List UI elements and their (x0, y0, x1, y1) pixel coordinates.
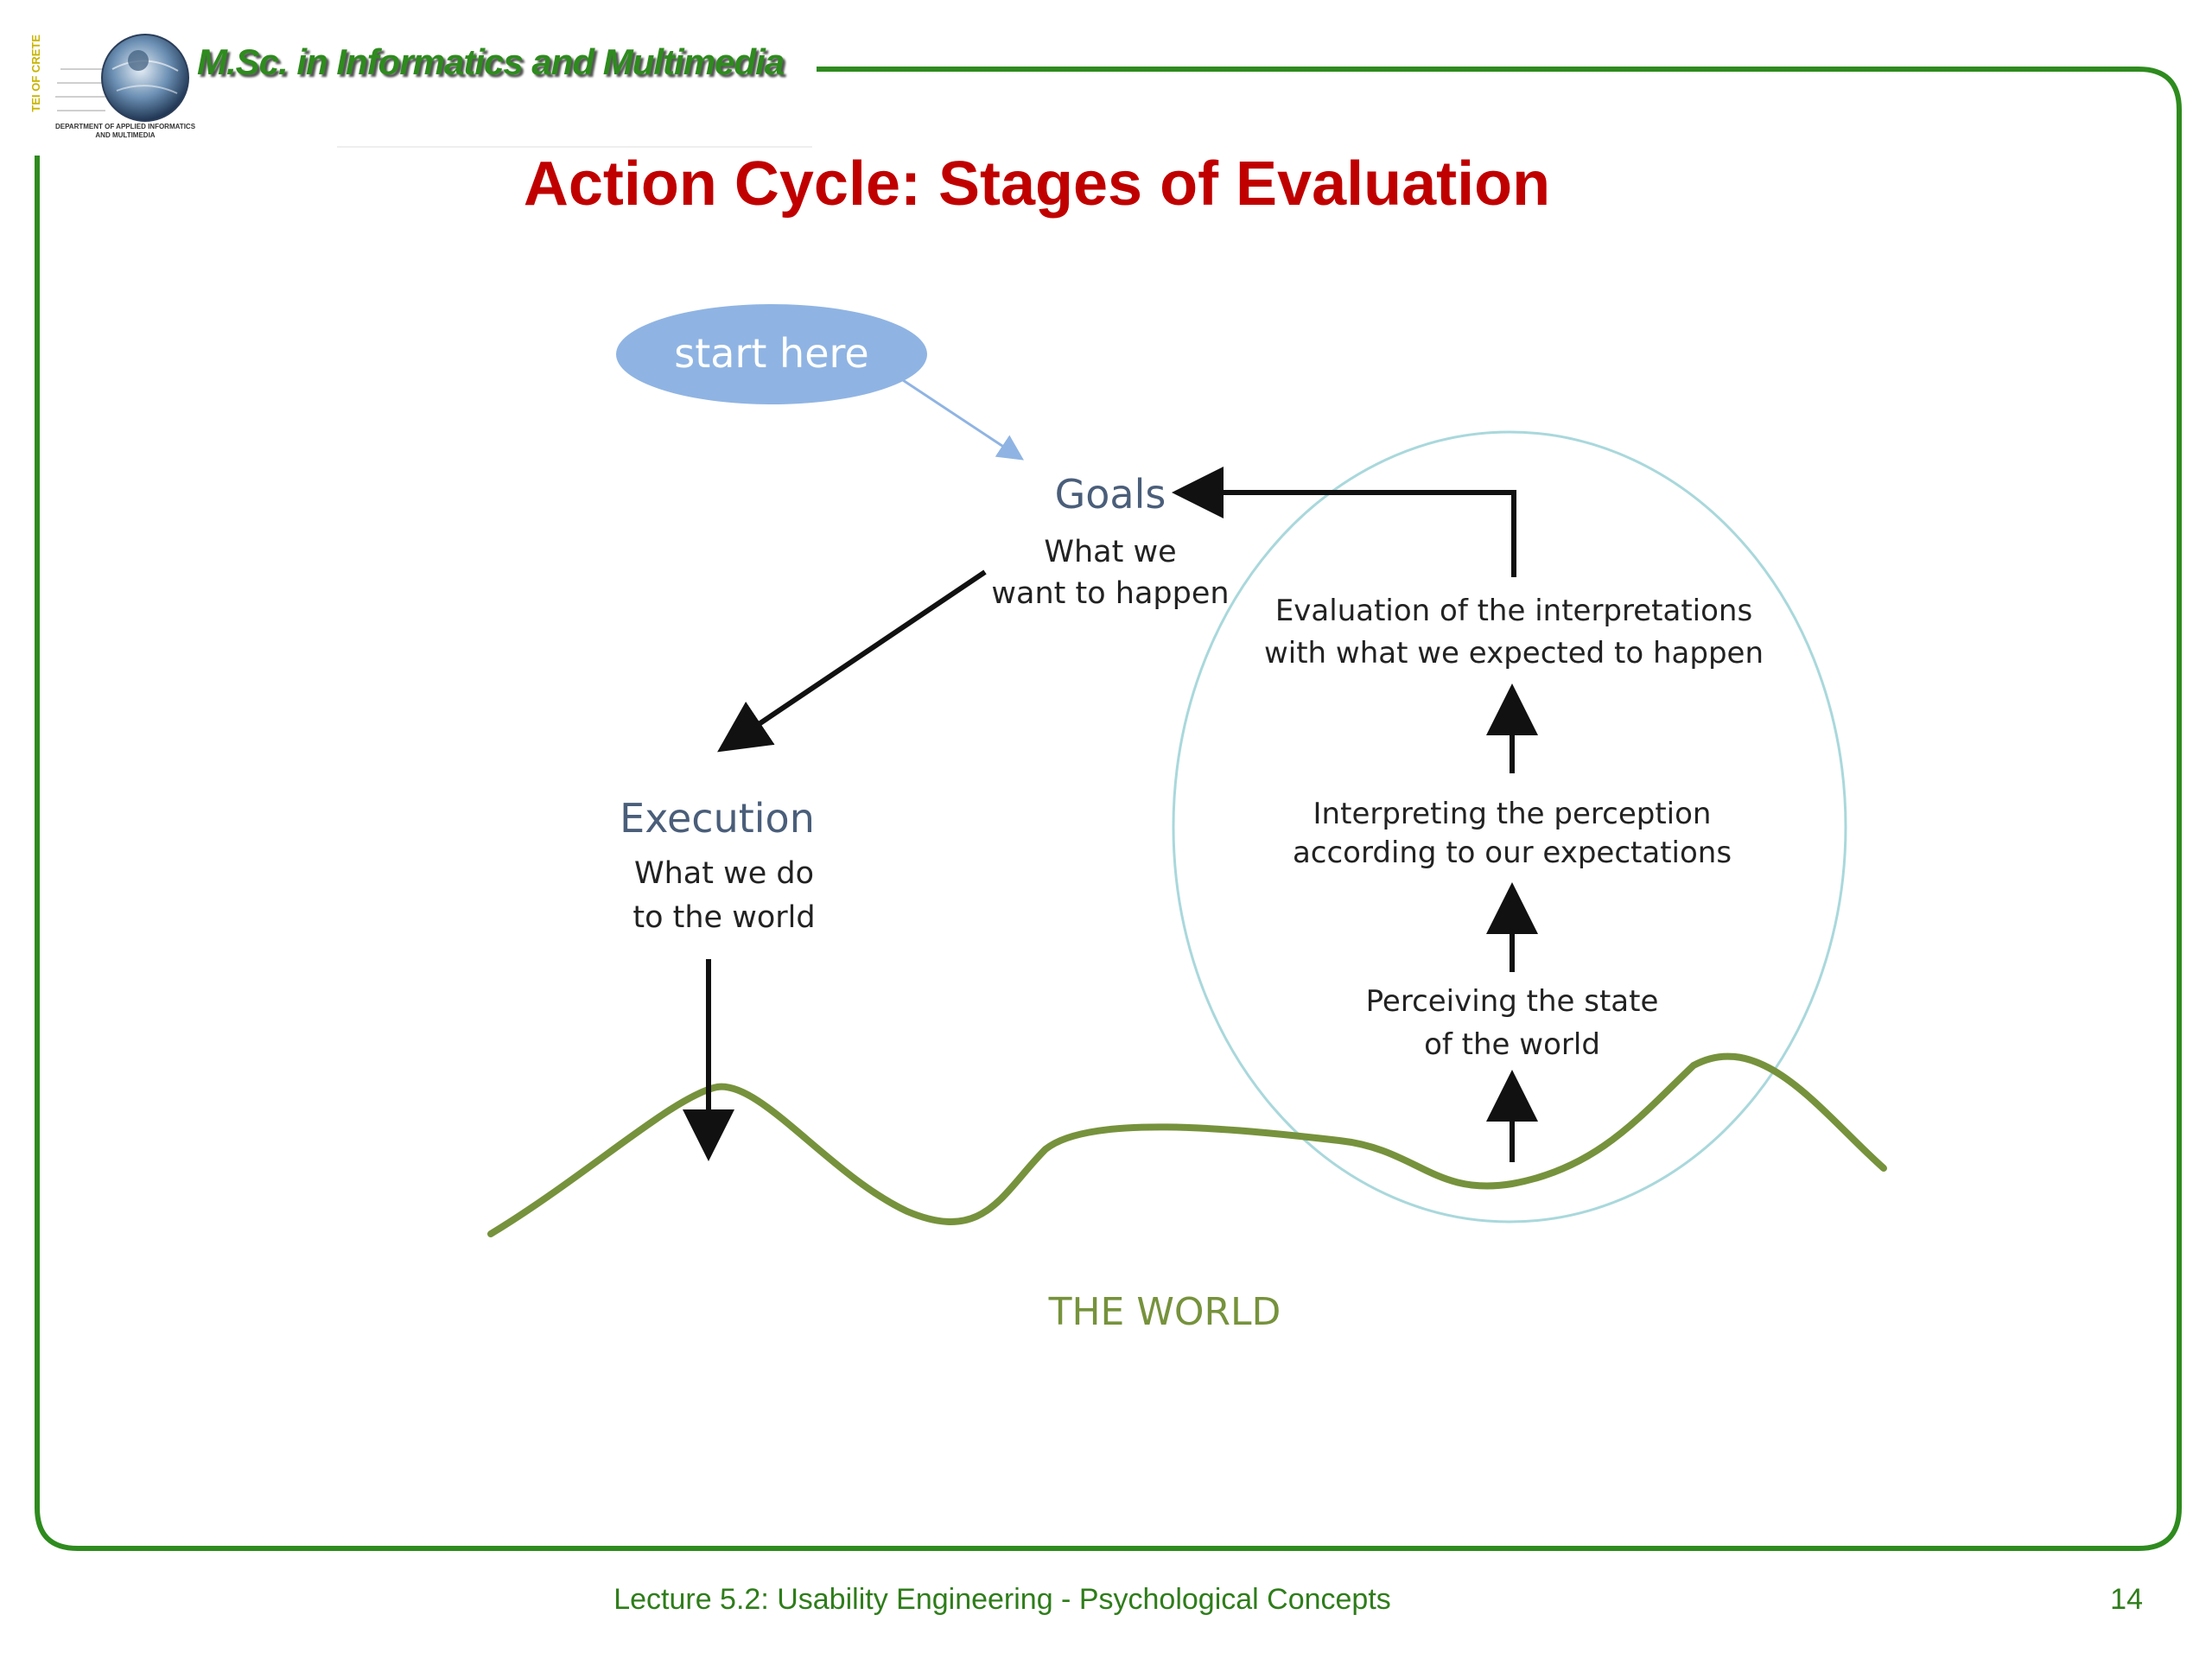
execution-heading: Execution (620, 795, 815, 842)
institution-side-label: TEI OF CRETE (29, 35, 42, 112)
page-number: 14 (2110, 1583, 2143, 1616)
goals-to-execution-arrow (717, 569, 987, 753)
perceiving-line-2: of the world (1424, 1027, 1600, 1062)
evaluation-ellipse (1172, 430, 1847, 1224)
interpreting-line-2: according to our expectations (1293, 836, 1732, 870)
start-here-bubble (616, 304, 927, 404)
world-label: THE WORLD (1048, 1290, 1281, 1334)
perceiving-line-1: Perceiving the state (1366, 984, 1659, 1019)
execution-line-1: What we do (634, 856, 814, 891)
program-logo-text: M.Sc. in Informatics and Multimedia (197, 41, 785, 82)
evaluation-line-2: with what we expected to happen (1264, 636, 1764, 671)
world-line (487, 1052, 1887, 1237)
start-here-label: start here (674, 330, 868, 377)
evaluation-to-goals-arrow (1172, 467, 1516, 577)
slide-title: Action Cycle: Stages of Evaluation (523, 149, 1551, 219)
goals-heading: Goals (1055, 471, 1166, 518)
goals-line-1: What we (1044, 535, 1176, 569)
execution-line-2: to the world (632, 900, 815, 935)
slide-frame (35, 67, 2182, 1551)
goals-line-2: want to happen (991, 576, 1229, 611)
evaluation-line-1: Evaluation of the interpretations (1275, 594, 1752, 628)
start-to-goals-arrow (902, 378, 1025, 461)
university-logo (55, 34, 189, 122)
interpreting-line-1: Interpreting the perception (1313, 797, 1712, 831)
department-label: DEPARTMENT OF APPLIED INFORMATICS AND MU… (54, 123, 196, 139)
footer-lecture-title: Lecture 5.2: Usability Engineering - Psy… (613, 1583, 1391, 1616)
